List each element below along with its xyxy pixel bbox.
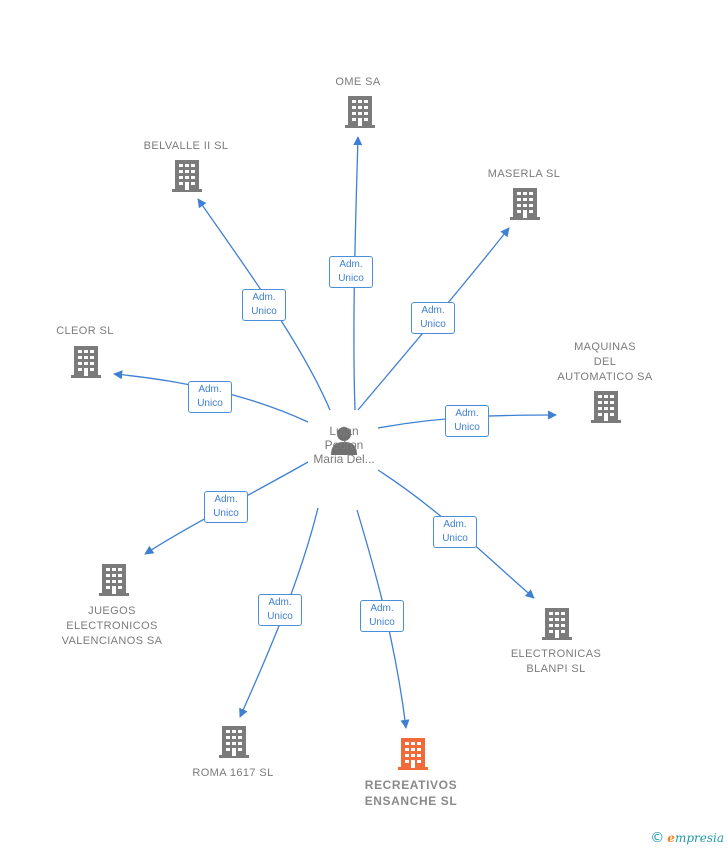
- edge-label-line: Unico: [197, 398, 223, 409]
- edge-label-line: Adm.: [455, 408, 479, 419]
- person-name-line: Pedron: [324, 438, 364, 452]
- company-name-line: MASERLA SL: [487, 168, 561, 180]
- edge-label-ome[interactable]: Adm. Unico: [329, 256, 373, 288]
- building-icon[interactable]: [172, 160, 202, 192]
- company-name-line: DEL: [593, 356, 617, 368]
- edge-label-cleor[interactable]: Adm. Unico: [188, 381, 232, 413]
- company-name-line: ROMA 1617 SL: [192, 767, 274, 779]
- building-icon[interactable]: [510, 188, 540, 220]
- building-icon[interactable]: [542, 608, 572, 640]
- brand-name: mpresia: [674, 831, 724, 845]
- edge-label-electronicas[interactable]: Adm. Unico: [433, 516, 477, 548]
- building-icon[interactable]: [345, 96, 375, 128]
- company-name-line: RECREATIVOS: [364, 778, 458, 792]
- building-icon[interactable]: [591, 391, 621, 423]
- edge-label-line: Unico: [420, 319, 446, 330]
- person-name-line: Maria Del...: [313, 452, 375, 466]
- company-name-line: ELECTRONICAS: [510, 648, 602, 660]
- building-icon[interactable]: [71, 346, 101, 378]
- company-name-line: ELECTRONICOS: [66, 620, 158, 632]
- edge-label-line: Unico: [267, 611, 293, 622]
- company-node-maquinas[interactable]: MAQUINAS DEL AUTOMATICO SA: [515, 340, 695, 385]
- edge-label-roma[interactable]: Adm. Unico: [258, 594, 302, 626]
- edge-label-recreativos[interactable]: Adm. Unico: [360, 600, 404, 632]
- building-icon[interactable]: [398, 738, 428, 770]
- edge-label-line: Unico: [213, 508, 239, 519]
- copyright-icon: ©: [650, 830, 665, 846]
- edge-label-line: Adm.: [339, 259, 363, 270]
- edge-label-maserla[interactable]: Adm. Unico: [411, 302, 455, 334]
- edge-label-belvalle[interactable]: Adm. Unico: [242, 289, 286, 321]
- company-node-recreativos[interactable]: RECREATIVOS ENSANCHE SL: [321, 777, 501, 809]
- edge-label-line: Unico: [338, 273, 364, 284]
- company-name-line: ENSANCHE SL: [364, 794, 458, 808]
- building-icon[interactable]: [219, 726, 249, 758]
- company-node-maserla[interactable]: MASERLA SL: [434, 167, 614, 182]
- company-node-roma[interactable]: ROMA 1617 SL: [143, 766, 323, 781]
- edge-label-line: Adm.: [214, 494, 238, 505]
- edge-label-line: Unico: [369, 617, 395, 628]
- company-node-ome[interactable]: OME SA: [268, 75, 448, 90]
- brand-logo[interactable]: ©empresia: [650, 830, 724, 846]
- company-name-line: OME SA: [335, 76, 381, 88]
- edge-label-line: Adm.: [268, 597, 292, 608]
- company-node-juegos[interactable]: JUEGOS ELECTRONICOS VALENCIANOS SA: [22, 604, 202, 649]
- company-name-line: CLEOR SL: [56, 325, 114, 337]
- edge-label-line: Unico: [454, 422, 480, 433]
- edge-label-maquinas[interactable]: Adm. Unico: [445, 405, 489, 437]
- company-name-line: MAQUINAS: [574, 341, 636, 353]
- company-node-electronicas[interactable]: ELECTRONICAS BLANPI SL: [466, 647, 646, 677]
- edge-label-juegos[interactable]: Adm. Unico: [204, 491, 248, 523]
- company-name-line: AUTOMATICO SA: [557, 371, 653, 383]
- edge-label-line: Unico: [251, 306, 277, 317]
- company-name-line: JUEGOS: [88, 605, 136, 617]
- person-node[interactable]: Lujan Pedron Maria Del...: [296, 424, 392, 466]
- edge-label-line: Unico: [442, 533, 468, 544]
- edge-label-line: Adm.: [443, 519, 467, 530]
- edge-label-line: Adm.: [198, 384, 222, 395]
- edge-label-line: Adm.: [370, 603, 394, 614]
- company-name-line: BLANPI SL: [526, 663, 586, 675]
- edge-label-line: Adm.: [421, 305, 445, 316]
- brand-initial: e: [667, 831, 675, 845]
- company-name-line: VALENCIANOS SA: [61, 635, 163, 647]
- company-node-belvalle[interactable]: BELVALLE II SL: [96, 139, 276, 154]
- person-name-line: Lujan: [329, 424, 359, 438]
- company-name-line: BELVALLE II SL: [143, 140, 229, 152]
- person-icon[interactable]: [331, 427, 357, 455]
- edge-label-line: Adm.: [252, 292, 276, 303]
- company-node-cleor[interactable]: CLEOR SL: [0, 324, 175, 339]
- building-icon[interactable]: [99, 564, 129, 596]
